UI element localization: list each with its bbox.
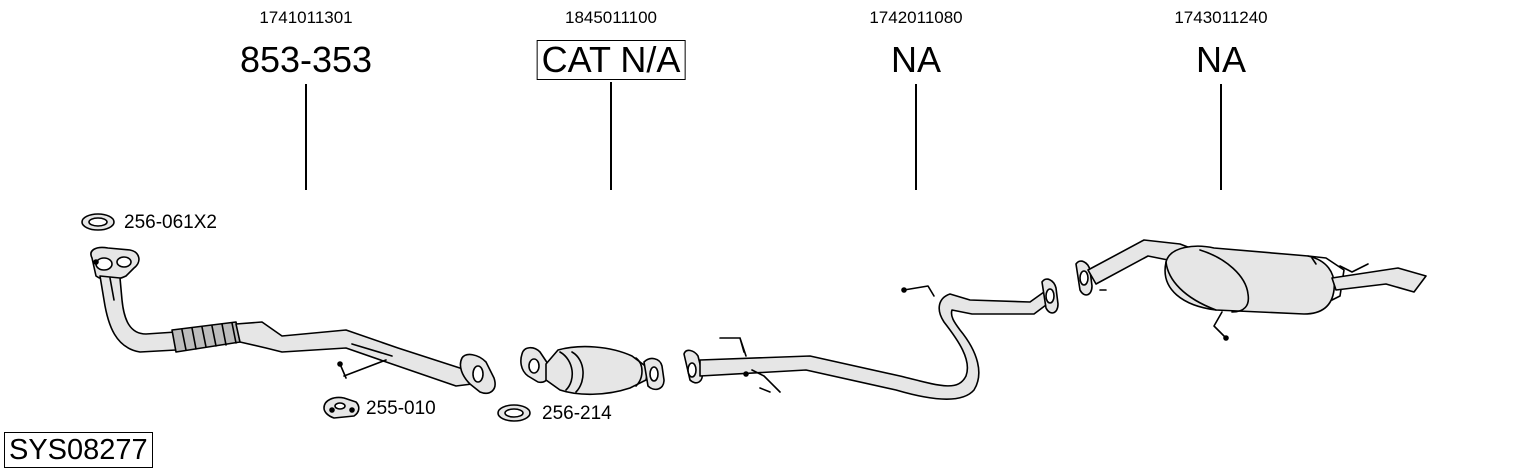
oe-number-intermediate-pipe: 1742011080 <box>869 8 963 27</box>
oe-number-catalyst: 1845011100 <box>564 8 658 27</box>
oe-number-front-pipe: 1741011301 <box>259 8 353 27</box>
accessory-gasket-catalyst[interactable]: 256-214 <box>542 403 612 424</box>
part-code-intermediate-pipe[interactable]: NA <box>890 39 942 80</box>
accessory-gasket-front[interactable]: 256-061X2 <box>124 212 217 233</box>
mounting-bracket-icon <box>323 396 360 419</box>
part-code-catalyst[interactable]: CAT N/A <box>536 40 686 80</box>
rear-silencer <box>1075 239 1427 341</box>
leader-line-rear-silencer <box>1220 84 1222 190</box>
oe-number-rear-silencer: 1743011240 <box>1174 8 1268 27</box>
accessory-mounting-bracket[interactable]: 255-010 <box>366 398 436 419</box>
catalytic-converter <box>520 345 665 396</box>
intermediate-pipe <box>683 278 1059 400</box>
gasket-ring-icon <box>497 404 531 422</box>
gasket-ring-icon <box>81 213 115 231</box>
leader-line-intermediate-pipe <box>915 84 917 190</box>
leader-line-front-pipe <box>305 84 307 190</box>
system-id: SYS08277 <box>4 432 153 468</box>
part-code-front-pipe[interactable]: 853-353 <box>239 39 373 80</box>
part-code-rear-silencer[interactable]: NA <box>1195 39 1247 80</box>
leader-line-catalyst <box>610 82 612 190</box>
front-pipe <box>90 246 496 394</box>
